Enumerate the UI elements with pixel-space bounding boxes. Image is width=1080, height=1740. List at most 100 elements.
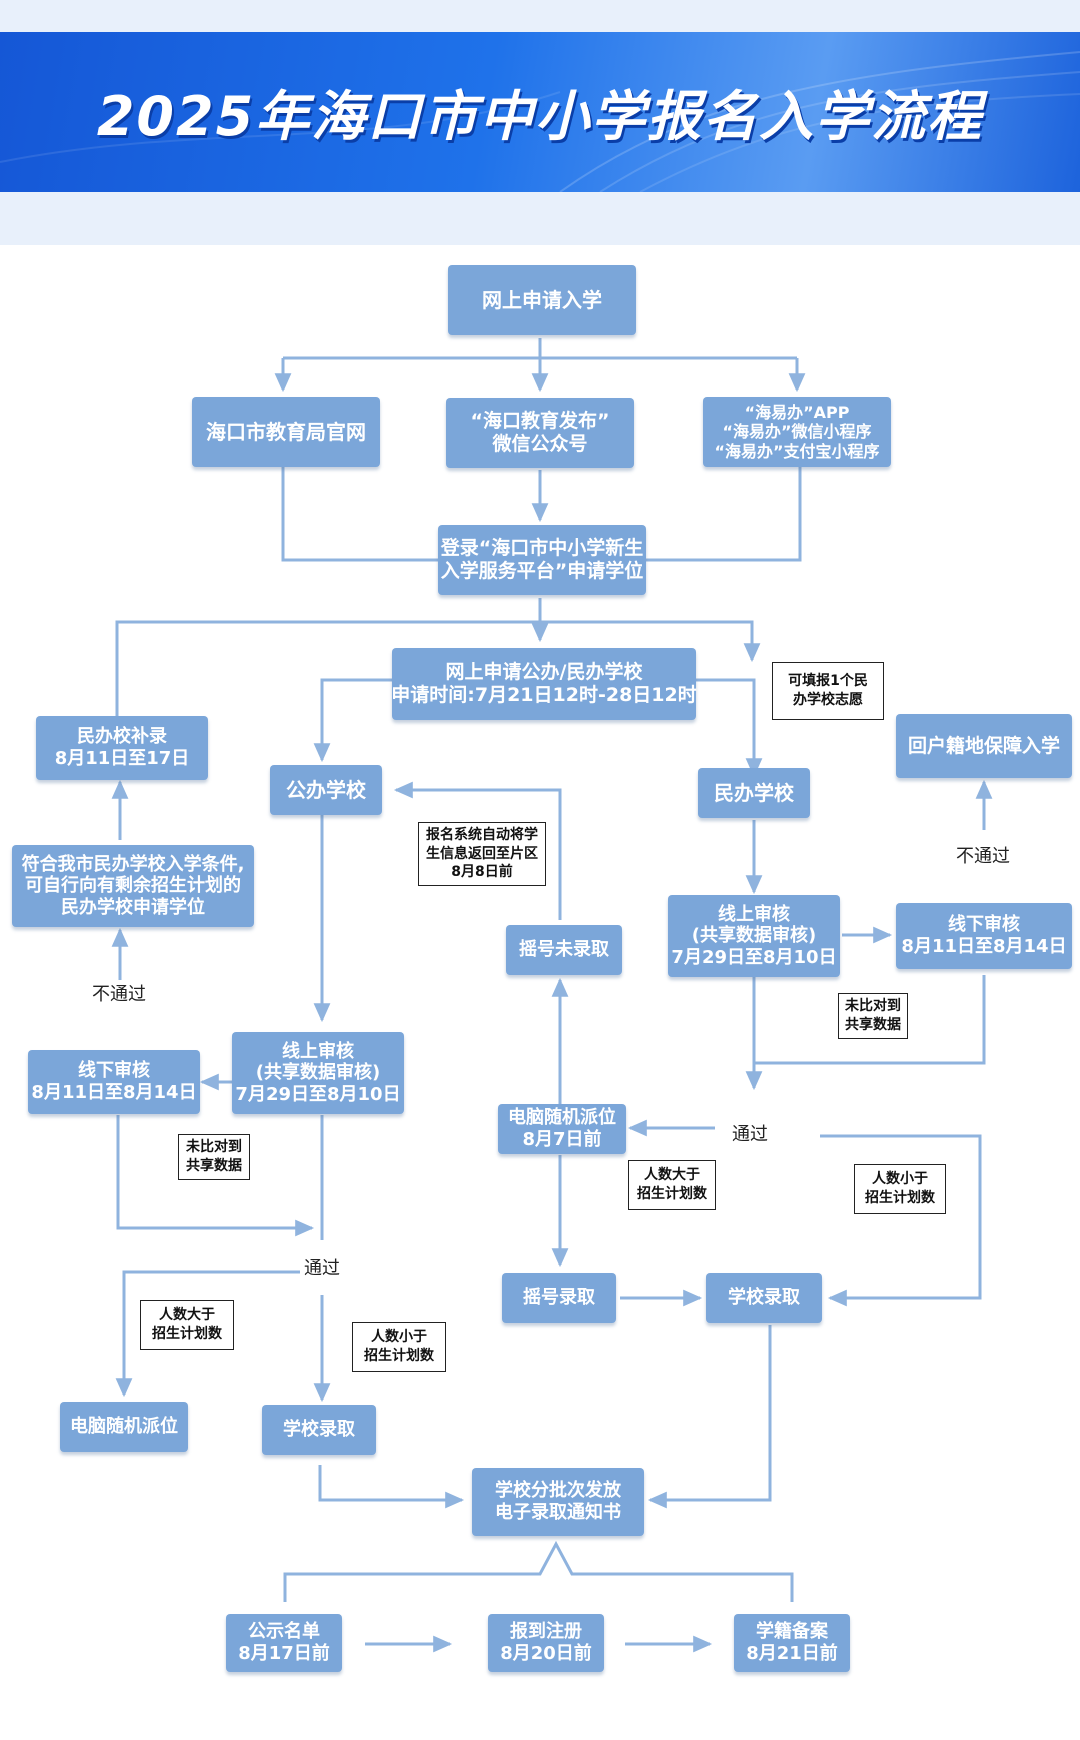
- wechat-label-line2: 微信公众号: [492, 433, 588, 455]
- eligible-label-line2: 可自行向有剩余招生计划的: [25, 875, 241, 897]
- public-online-review-box: 线上审核 (共享数据审核) 7月29日至8月10日: [232, 1032, 404, 1114]
- lottery-fail-box: 摇号未录取: [506, 925, 622, 975]
- lottery-fail-label: 摇号未录取: [519, 939, 609, 961]
- private-school-admit-box: 学校录取: [706, 1273, 822, 1323]
- admission-notice-box: 学校分批次发放 电子录取通知书: [472, 1468, 644, 1536]
- private-online-review-line3: 7月29日至8月10日: [671, 946, 837, 968]
- note-public-no-match-line2: 共享数据: [186, 1158, 242, 1174]
- wechat-label-line1: “海口教育发布”: [470, 410, 610, 433]
- apply-online-box: 网上申请入学: [448, 265, 636, 335]
- note-private-less-line2: 招生计划数: [865, 1190, 935, 1206]
- label-pass-private: 通过: [728, 1120, 772, 1146]
- public-online-review-line1: 线上审核: [282, 1040, 354, 1062]
- computer-assign-private-line1: 电脑随机派位: [508, 1107, 616, 1129]
- private-offline-review-line1: 线下审核: [948, 914, 1020, 936]
- note-private-no-match-line2: 共享数据: [845, 1017, 901, 1033]
- admission-notice-line1: 学校分批次发放: [495, 1480, 621, 1502]
- note-private-more-line2: 招生计划数: [637, 1186, 707, 1202]
- note-public-less: 人数小于 招生计划数: [352, 1322, 446, 1372]
- public-school-admit-label: 学校录取: [283, 1419, 355, 1441]
- computer-assign-public-box: 电脑随机派位: [60, 1402, 188, 1452]
- note-public-more-line2: 招生计划数: [152, 1326, 222, 1342]
- private-online-review-box: 线上审核 (共享数据审核) 7月29日至8月10日: [668, 895, 840, 977]
- private-offline-review-box: 线下审核 8月11日至8月14日: [896, 903, 1072, 969]
- public-online-review-line3: 7月29日至8月10日: [235, 1083, 401, 1105]
- return-hukou-label: 回户籍地保障入学: [907, 734, 1060, 757]
- lottery-admit-box: 摇号录取: [502, 1273, 616, 1323]
- label-fail-public: 不通过: [88, 980, 150, 1006]
- note-auto-return-line2: 生信息返回至片区: [426, 845, 538, 862]
- computer-assign-public-label: 电脑随机派位: [70, 1416, 178, 1438]
- edu-bureau-label: 海口市教育局官网: [206, 420, 366, 444]
- public-school-label: 公办学校: [286, 778, 366, 802]
- register-line2: 8月20日前: [500, 1643, 592, 1664]
- note-auto-return-line3: 8月8日前: [451, 864, 513, 881]
- note-public-more-line1: 人数大于: [159, 1307, 215, 1324]
- computer-assign-private-line2: 8月7日前: [522, 1129, 602, 1150]
- eligible-label-line1: 符合我市民办学校入学条件,: [21, 853, 245, 875]
- banner-decoration: [0, 51, 1080, 192]
- apply-schools-label-line2: 申请时间:7月21日12时-28日12时: [391, 684, 697, 706]
- public-offline-review-box: 线下审核 8月11日至8月14日: [28, 1050, 200, 1114]
- private-school-box: 民办学校: [698, 768, 810, 818]
- lottery-admit-label: 摇号录取: [523, 1287, 595, 1309]
- public-school-admit-box: 学校录取: [262, 1405, 376, 1455]
- public-offline-review-line2: 8月11日至8月14日: [31, 1082, 197, 1103]
- haiyiban-alipay-label: “海易办”支付宝小程序: [714, 441, 880, 461]
- apply-online-label: 网上申请入学: [482, 288, 602, 312]
- eligible-private-box: 符合我市民办学校入学条件, 可自行向有剩余招生计划的 民办学校申请学位: [12, 845, 254, 927]
- admission-notice-line2: 电子录取通知书: [495, 1502, 621, 1523]
- platform-label-line2: 入学服务平台”申请学位: [440, 560, 644, 582]
- note-one-private-line1: 可填报1个民: [788, 673, 868, 690]
- note-private-no-match: 未比对到 共享数据: [838, 993, 908, 1039]
- platform-box: 登录“海口市中小学新生 入学服务平台”申请学位: [438, 525, 646, 595]
- publish-list-box: 公示名单 8月17日前: [226, 1614, 342, 1672]
- note-public-less-line1: 人数小于: [371, 1329, 427, 1346]
- private-supplement-box: 民办校补录 8月11日至17日: [36, 716, 208, 780]
- register-box: 报到注册 8月20日前: [488, 1614, 604, 1672]
- title-banner: [0, 32, 1080, 192]
- page-title: 2025年海口市中小学报名入学流程: [96, 85, 984, 148]
- apply-schools-box: 网上申请公办/民办学校 申请时间:7月21日12时-28日12时: [391, 648, 697, 720]
- haiyiban-app-label: “海易办”APP: [744, 403, 850, 423]
- note-public-more: 人数大于 招生计划数: [140, 1300, 234, 1350]
- note-private-less-line1: 人数小于: [872, 1171, 928, 1188]
- note-public-less-line2: 招生计划数: [364, 1348, 434, 1364]
- note-public-no-match: 未比对到 共享数据: [178, 1134, 250, 1180]
- private-online-review-line2: (共享数据审核): [691, 925, 817, 947]
- note-private-more-line1: 人数大于: [644, 1167, 700, 1184]
- public-offline-review-line1: 线下审核: [78, 1060, 150, 1082]
- apply-schools-label-line1: 网上申请公办/民办学校: [445, 661, 643, 684]
- student-record-line2: 8月21日前: [746, 1643, 838, 1664]
- public-online-review-line2: (共享数据审核): [255, 1062, 381, 1084]
- register-line1: 报到注册: [510, 1621, 582, 1643]
- label-fail-private: 不通过: [952, 842, 1014, 868]
- haiyiban-wechat-label: “海易办”微信小程序: [722, 422, 872, 442]
- private-offline-review-line2: 8月11日至8月14日: [901, 936, 1067, 957]
- student-record-line1: 学籍备案: [756, 1621, 828, 1643]
- note-auto-return: 报名系统自动将学 生信息返回至片区 8月8日前: [418, 822, 546, 886]
- publish-list-line2: 8月17日前: [238, 1643, 330, 1664]
- note-private-less: 人数小于 招生计划数: [854, 1164, 946, 1214]
- note-one-private-line2: 办学校志愿: [793, 692, 863, 708]
- eligible-label-line3: 民办学校申请学位: [61, 896, 205, 918]
- note-public-no-match-line1: 未比对到: [186, 1139, 242, 1156]
- note-one-private-choice: 可填报1个民 办学校志愿: [772, 662, 884, 720]
- public-school-box: 公办学校: [270, 765, 382, 815]
- wechat-account-box: “海口教育发布” 微信公众号: [446, 398, 634, 468]
- private-supplement-label-line2: 8月11日至17日: [54, 748, 190, 769]
- note-private-more: 人数大于 招生计划数: [628, 1160, 716, 1210]
- edu-bureau-box: 海口市教育局官网: [192, 397, 380, 467]
- platform-label-line1: 登录“海口市中小学新生: [440, 537, 644, 560]
- private-supplement-label-line1: 民办校补录: [77, 726, 167, 748]
- private-school-label: 民办学校: [714, 781, 794, 805]
- computer-assign-private-box: 电脑随机派位 8月7日前: [498, 1104, 626, 1154]
- note-private-no-match-line1: 未比对到: [845, 998, 901, 1015]
- note-auto-return-line1: 报名系统自动将学: [426, 826, 538, 843]
- publish-list-line1: 公示名单: [248, 1621, 320, 1643]
- label-pass-public: 通过: [300, 1254, 344, 1280]
- return-hukou-box: 回户籍地保障入学: [896, 714, 1072, 778]
- private-online-review-line1: 线上审核: [718, 903, 790, 925]
- private-school-admit-label: 学校录取: [728, 1287, 800, 1309]
